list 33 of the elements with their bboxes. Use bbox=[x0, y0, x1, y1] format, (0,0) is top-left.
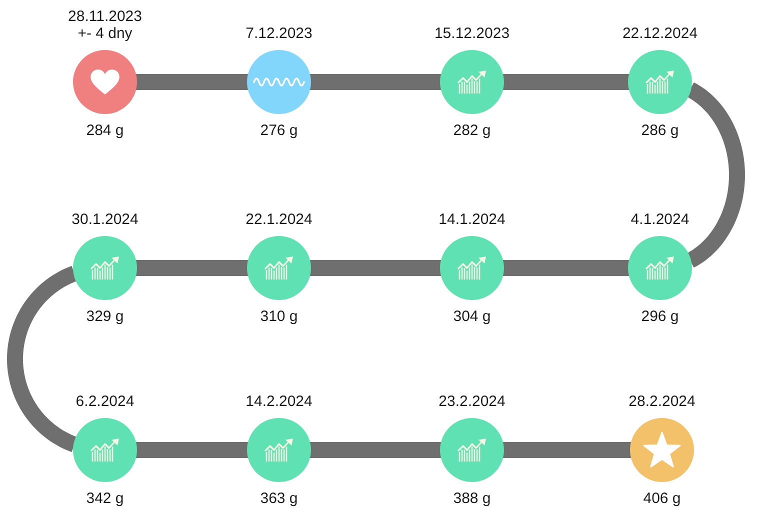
timeline-track bbox=[310, 260, 442, 276]
date-label: 28.2.2024 bbox=[628, 393, 696, 410]
weight-label: 296 g bbox=[641, 308, 679, 325]
date-label: 22.1.2024 bbox=[246, 211, 312, 228]
timeline-track bbox=[310, 442, 442, 458]
weight-label: 342 g bbox=[86, 490, 124, 507]
date-label: 7.12.2023 bbox=[246, 25, 312, 42]
timeline-track bbox=[310, 74, 442, 90]
weight-label: 406 g bbox=[643, 490, 681, 507]
weight-label: 363 g bbox=[260, 490, 298, 507]
date-label: 28.11.2023 +- 4 dny bbox=[67, 8, 143, 42]
weight-label: 304 g bbox=[453, 308, 491, 325]
date-label: 22.12.2024 bbox=[622, 25, 698, 42]
timeline-track bbox=[502, 74, 630, 90]
date-label: 23.2.2024 bbox=[438, 393, 506, 410]
weight-label: 310 g bbox=[260, 308, 298, 325]
date-label: 14.2.2024 bbox=[246, 393, 312, 410]
date-label: 14.1.2024 bbox=[438, 211, 506, 228]
timeline-track bbox=[502, 260, 630, 276]
weight-label: 276 g bbox=[260, 122, 298, 139]
timeline-track bbox=[136, 74, 248, 90]
date-label: 4.1.2024 bbox=[630, 211, 690, 228]
weight-label: 329 g bbox=[86, 308, 124, 325]
date-label: 6.2.2024 bbox=[76, 393, 134, 410]
date-label: 15.12.2023 bbox=[434, 25, 510, 42]
weight-label: 286 g bbox=[641, 122, 679, 139]
weight-label: 284 g bbox=[86, 122, 124, 139]
timeline-track bbox=[136, 260, 248, 276]
timeline-track bbox=[136, 442, 248, 458]
date-label: 30.1.2024 bbox=[72, 211, 138, 228]
weight-label: 282 g bbox=[453, 122, 491, 139]
timeline-track bbox=[502, 442, 632, 458]
weight-label: 388 g bbox=[453, 490, 491, 507]
